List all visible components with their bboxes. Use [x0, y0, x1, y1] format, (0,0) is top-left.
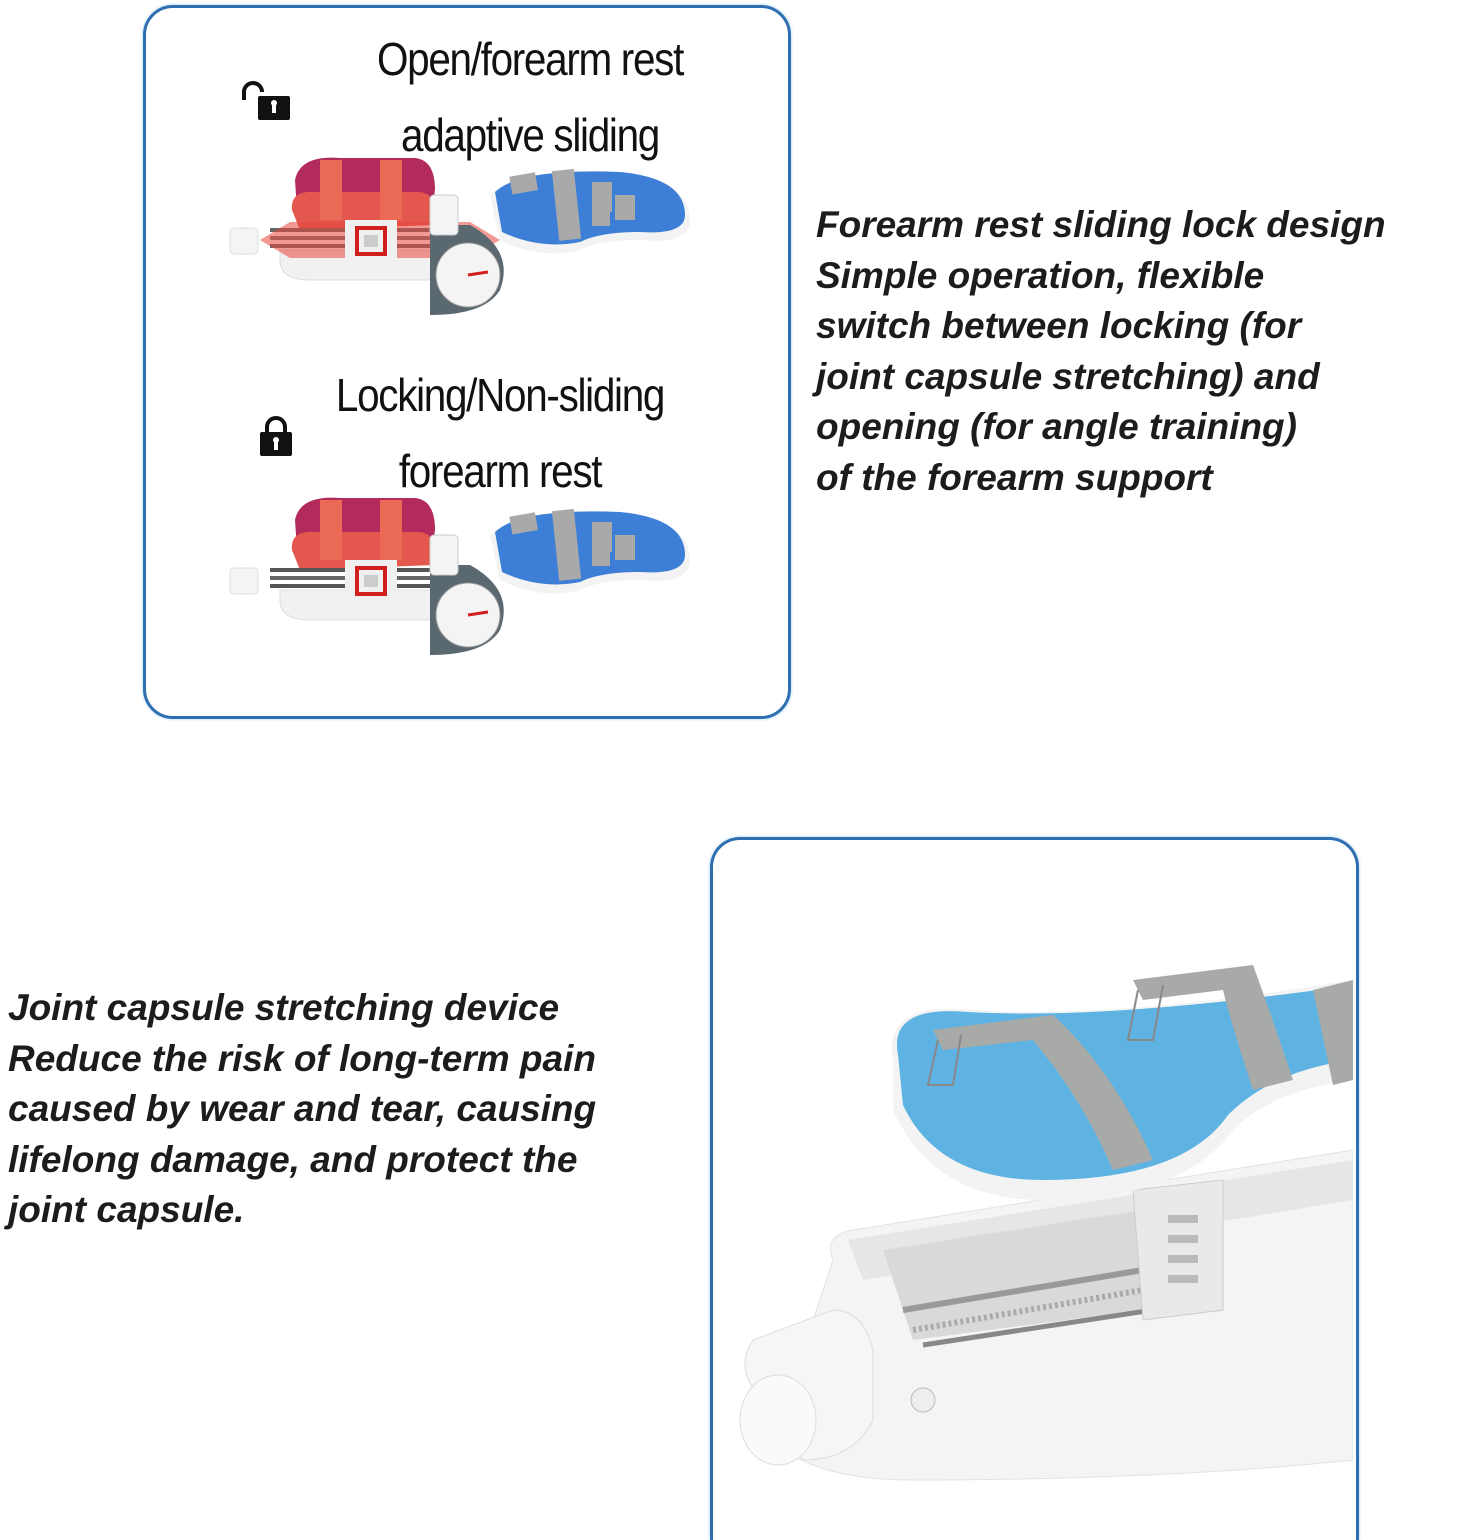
device-locked-mode-illustration [229, 497, 690, 655]
description-line: caused by wear and tear, causing [8, 1088, 597, 1129]
locked-padlock-icon [260, 416, 292, 456]
unlocked-padlock-icon [242, 81, 290, 120]
open-mode-title-line1: Open/forearm rest [376, 33, 684, 85]
description-line: opening (for angle training) [816, 406, 1297, 447]
description-line: joint capsule. [8, 1189, 245, 1230]
description-line: Joint capsule stretching device [8, 987, 560, 1028]
description-line: Forearm rest sliding lock design [816, 204, 1386, 245]
open-mode-title-line2: adaptive sliding [401, 109, 660, 161]
device-open-mode-illustration [229, 157, 690, 315]
locked-mode-title-line2: forearm rest [398, 445, 603, 497]
description-line: lifelong damage, and protect the [8, 1138, 578, 1180]
description-line: Reduce the risk of long-term pain [8, 1037, 596, 1079]
description-line: joint capsule stretching) and [816, 355, 1320, 397]
description-line: switch between locking (for [816, 305, 1302, 346]
description-line: of the forearm support [816, 456, 1213, 498]
description-line: Simple operation, flexible [816, 254, 1265, 296]
device-closeup-illustration [739, 965, 1353, 1481]
locked-mode-title-line1: Locking/Non-sliding [335, 369, 666, 421]
